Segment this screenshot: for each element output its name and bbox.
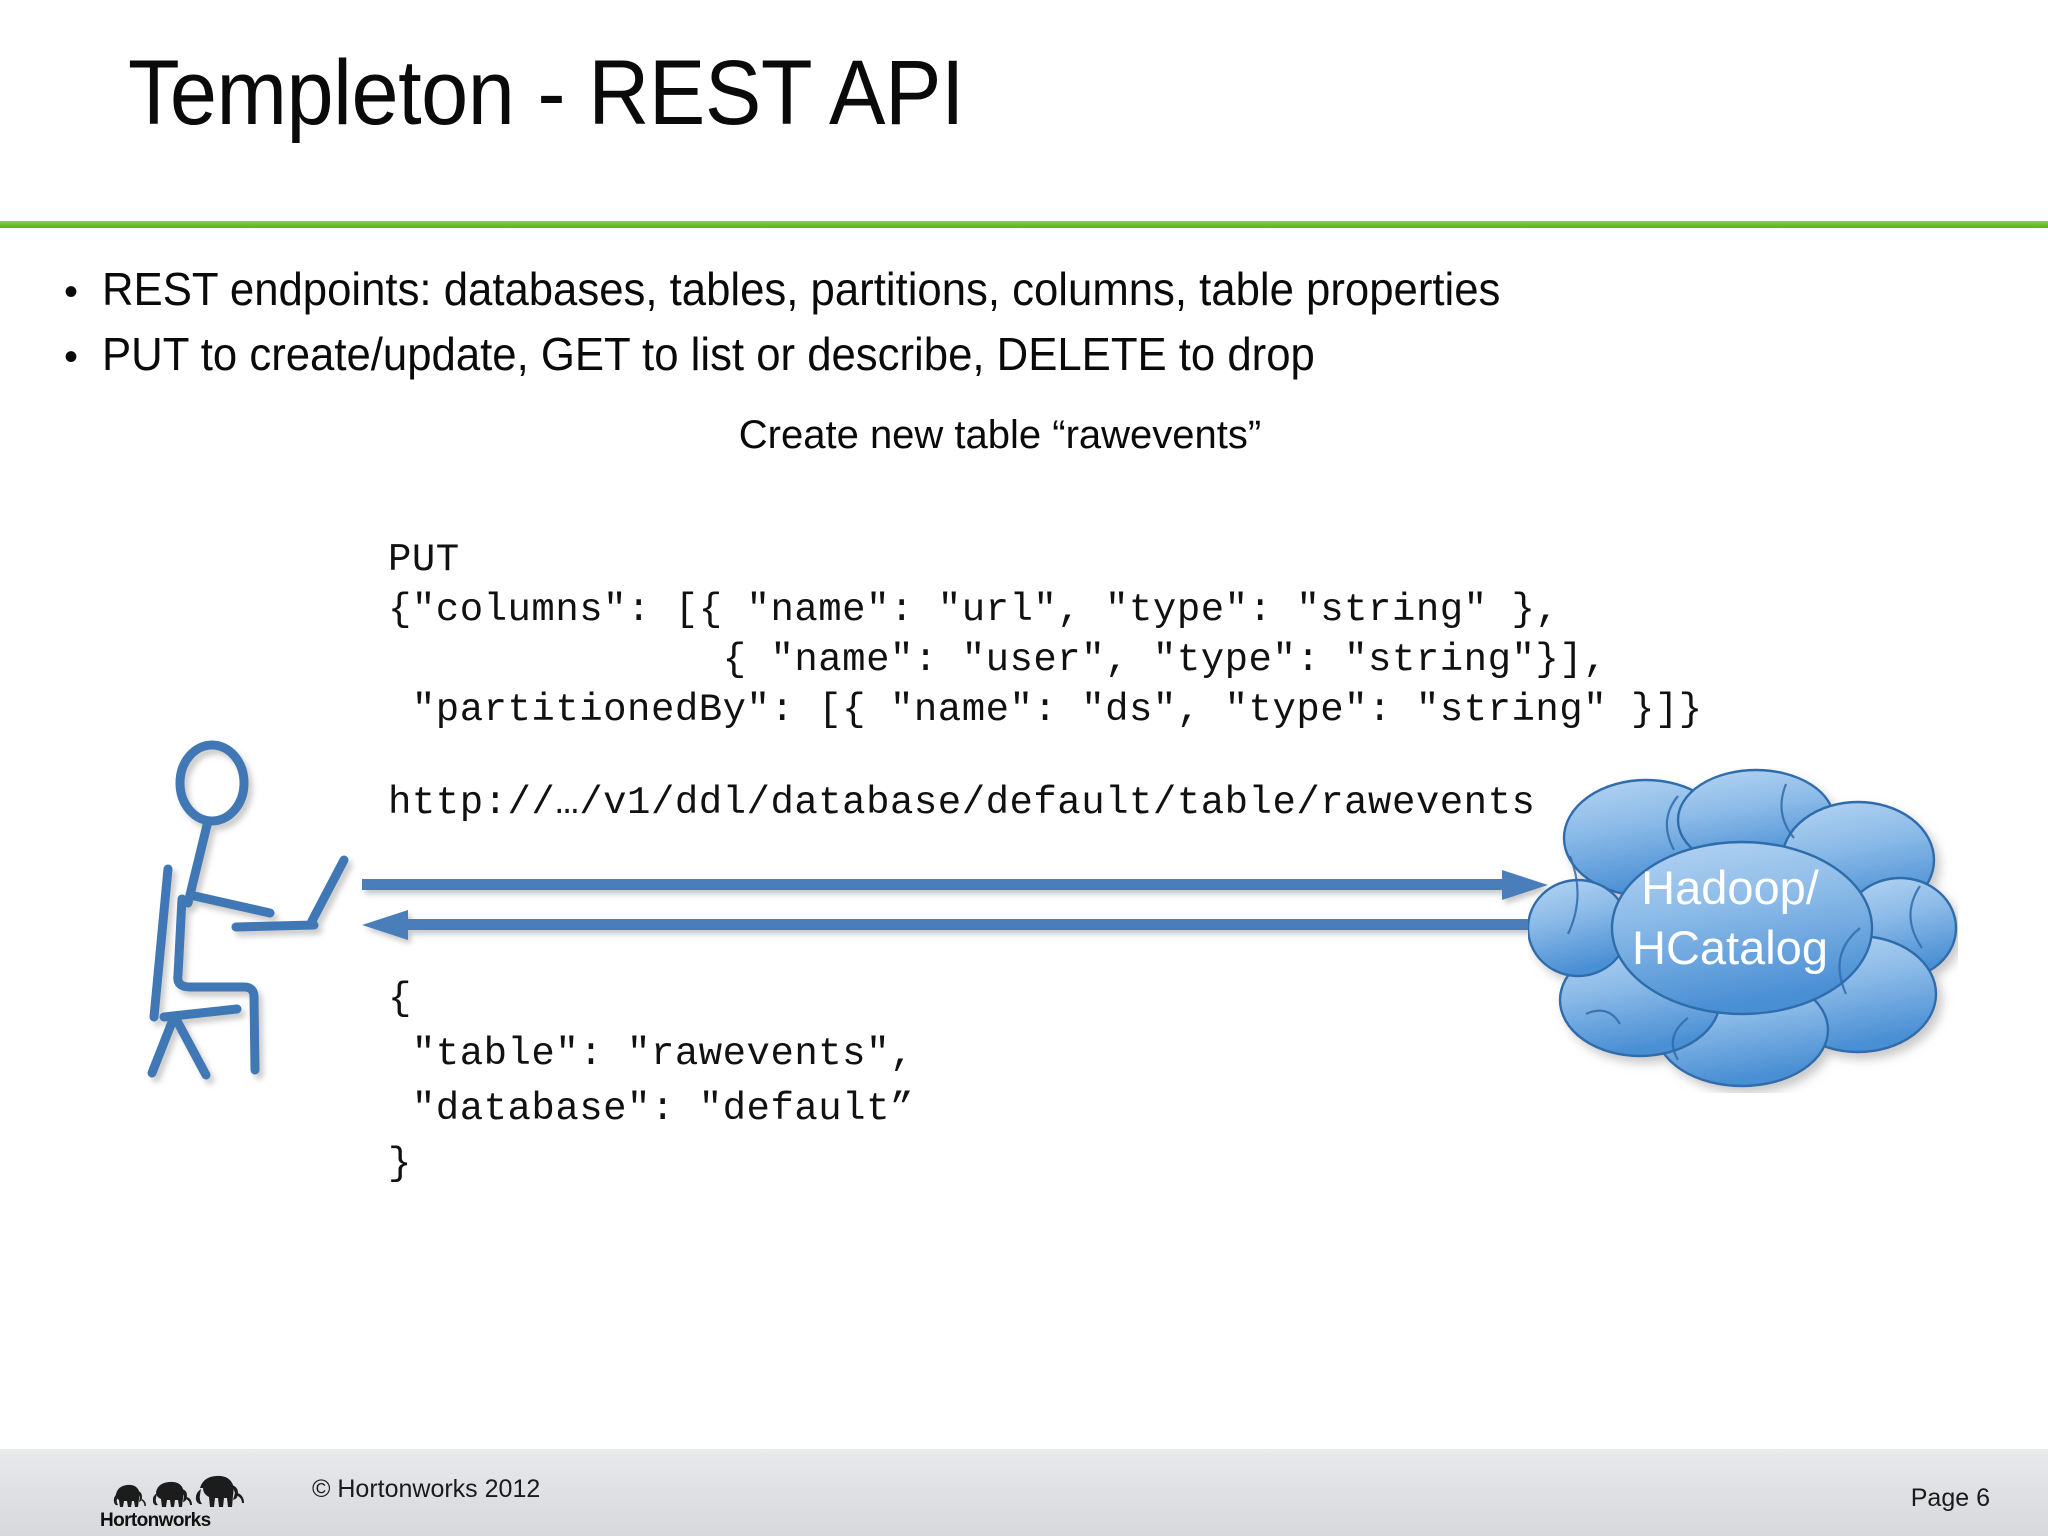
footer-bar xyxy=(0,1449,2048,1536)
hortonworks-logo: Hortonworks xyxy=(98,1468,258,1531)
list-item: • REST endpoints: databases, tables, par… xyxy=(40,258,1940,323)
elephant-icon xyxy=(113,1475,244,1507)
response-arrow-left xyxy=(360,908,1550,942)
title-divider-rule xyxy=(0,221,2048,228)
footer-page-number: Page 6 xyxy=(1910,1484,1990,1512)
footer-copyright: © Hortonworks 2012 xyxy=(312,1475,541,1503)
hortonworks-wordmark: Hortonworks xyxy=(100,1510,211,1530)
request-code-block: PUT {"columns": [{ "name": "url", "type"… xyxy=(388,538,1703,732)
diagram-caption: Create new table “rawevents” xyxy=(738,413,1262,457)
bullet-text: REST endpoints: databases, tables, parti… xyxy=(102,263,1501,315)
list-item: • PUT to create/update, GET to list or d… xyxy=(40,323,1940,388)
request-url-text: http://…/v1/ddl/database/default/table/r… xyxy=(388,781,1536,825)
bullet-text: PUT to create/update, GET to list or des… xyxy=(102,328,1315,380)
bullet-list: • REST endpoints: databases, tables, par… xyxy=(40,258,1940,388)
bullet-dot-icon: • xyxy=(63,335,78,379)
request-arrow-right xyxy=(360,868,1550,902)
seated-user-icon xyxy=(112,735,362,1095)
page-title: Templeton - REST API xyxy=(128,42,965,144)
hadoop-hcatalog-cloud xyxy=(1526,768,1958,1093)
response-code-block: { "table": "rawevents", "database": "def… xyxy=(388,977,914,1186)
bullet-dot-icon: • xyxy=(63,270,78,314)
